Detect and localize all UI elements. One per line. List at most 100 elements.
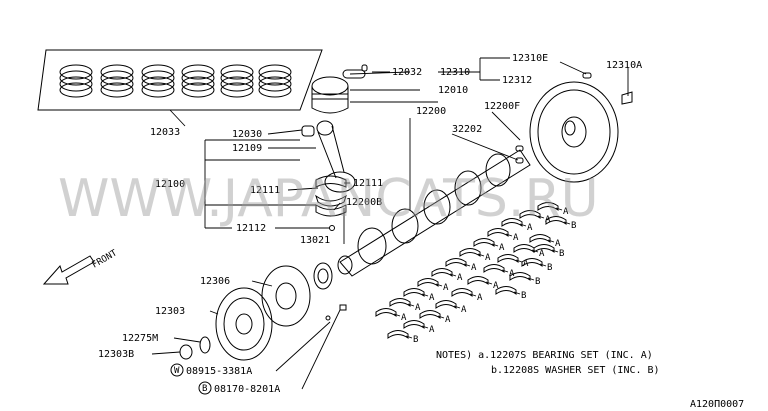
bearing-shell bbox=[521, 258, 543, 267]
crank-pulley[interactable] bbox=[215, 287, 273, 361]
label-08170: 08170-8201A bbox=[214, 384, 280, 395]
crankshaft[interactable] bbox=[337, 149, 531, 277]
bearing-shell bbox=[487, 228, 509, 237]
diagram-code: A120Π0007 bbox=[690, 399, 744, 410]
bearing-mark: A bbox=[485, 253, 491, 263]
front-arrow: FRONT bbox=[42, 248, 119, 285]
piston-ring bbox=[141, 70, 175, 86]
bearing-leader bbox=[477, 253, 485, 257]
label-12303: 12303 bbox=[155, 306, 185, 317]
bearing-mark: A bbox=[509, 269, 515, 279]
piston-ring bbox=[220, 70, 254, 86]
bearing-mark: A bbox=[429, 325, 435, 335]
rod-bearing[interactable] bbox=[315, 175, 347, 217]
label-12310: 12310 bbox=[440, 67, 470, 78]
pilot-bushing[interactable] bbox=[515, 145, 524, 164]
bearing-mark: A bbox=[539, 249, 545, 259]
bearing-shell bbox=[375, 308, 397, 317]
leader-lines bbox=[151, 57, 629, 390]
piston-ring bbox=[59, 76, 93, 92]
label-12275m: 12275M bbox=[122, 333, 158, 344]
bearing-mark: A bbox=[461, 305, 467, 315]
bearing-shell bbox=[435, 300, 457, 309]
bearing-mark: A bbox=[429, 293, 435, 303]
bearing-shell bbox=[459, 248, 481, 257]
piston-ring bbox=[141, 82, 175, 98]
pulley-bolt[interactable] bbox=[179, 344, 193, 360]
label-12032: 12032 bbox=[392, 67, 422, 78]
bearing-leader bbox=[547, 239, 555, 243]
label-12310e: 12310E bbox=[512, 53, 548, 64]
part-labels: 12033 12032 12310 12310E 12310A 12312 12… bbox=[98, 53, 642, 395]
bearing-mark: A bbox=[513, 233, 519, 243]
bearing-leader bbox=[405, 335, 413, 339]
piston-ring bbox=[141, 76, 175, 92]
flywheel-bolt[interactable] bbox=[621, 91, 633, 105]
piston-ring-set[interactable] bbox=[37, 49, 323, 111]
key[interactable] bbox=[325, 304, 347, 321]
bearing-mark: A bbox=[545, 215, 551, 225]
crank-sprocket[interactable] bbox=[313, 262, 333, 290]
bearing-leader bbox=[519, 223, 527, 227]
bearing-leader bbox=[515, 259, 523, 263]
piston-ring bbox=[59, 82, 93, 98]
bearing-shell bbox=[451, 288, 473, 297]
label-08915: 08915-3381A bbox=[186, 366, 252, 377]
bearing-leader bbox=[555, 207, 563, 211]
bearing-shell bbox=[431, 268, 453, 277]
bearing-shell bbox=[389, 298, 411, 307]
bearing-leader bbox=[491, 243, 499, 247]
bearing-leader bbox=[527, 277, 535, 281]
bearing-shell bbox=[519, 210, 541, 219]
bearing-shell bbox=[533, 244, 555, 253]
bearing-leader bbox=[453, 305, 461, 309]
pulley-washer[interactable] bbox=[199, 336, 211, 354]
bearing-shell bbox=[513, 244, 535, 253]
piston-ring bbox=[258, 76, 292, 92]
label-12033: 12033 bbox=[150, 127, 180, 138]
piston-ring bbox=[220, 64, 254, 80]
bearing-leader bbox=[449, 273, 457, 277]
bearing-shell bbox=[483, 264, 505, 273]
bearing-shell bbox=[509, 272, 531, 281]
bearing-shell bbox=[537, 202, 559, 211]
bearing-mark: B bbox=[559, 249, 564, 259]
piston[interactable] bbox=[311, 76, 349, 114]
flywheel[interactable] bbox=[529, 81, 619, 183]
connecting-rod[interactable] bbox=[301, 120, 356, 193]
bearing-leader bbox=[393, 313, 401, 317]
bearing-mark: B bbox=[535, 277, 540, 287]
bearing-shell bbox=[467, 276, 489, 285]
bearing-shell bbox=[417, 278, 439, 287]
label-12303b: 12303B bbox=[98, 349, 134, 360]
label-12111-a: 12111 bbox=[250, 185, 280, 196]
bearing-leader bbox=[505, 233, 513, 237]
bearing-mark: A bbox=[401, 313, 407, 323]
piston-ring bbox=[59, 64, 93, 80]
flywheel-dowel[interactable] bbox=[582, 72, 592, 79]
timing-pulley[interactable] bbox=[261, 265, 311, 327]
bearing-mark: A bbox=[445, 315, 451, 325]
bearing-shell bbox=[387, 330, 409, 339]
bearing-mark: B bbox=[571, 221, 576, 231]
notes-line-1: NOTES) a.12207S BEARING SET (INC. A) bbox=[436, 350, 653, 361]
bearing-leader bbox=[485, 281, 493, 285]
bearing-shell bbox=[403, 320, 425, 329]
label-12030: 12030 bbox=[232, 129, 262, 140]
piston-ring bbox=[181, 64, 215, 80]
bearing-mark: A bbox=[499, 243, 505, 253]
circle-b: B bbox=[202, 384, 207, 394]
piston-pin[interactable] bbox=[342, 64, 368, 79]
bearing-leader bbox=[551, 249, 559, 253]
bearing-shell bbox=[545, 216, 567, 225]
label-12200: 12200 bbox=[416, 106, 446, 117]
bearing-leader bbox=[469, 293, 477, 297]
bearing-shell bbox=[501, 218, 523, 227]
bearing-mark: B bbox=[521, 291, 526, 301]
bearing-mark: A bbox=[471, 263, 477, 273]
piston-ring bbox=[100, 82, 134, 98]
label-12100: 12100 bbox=[155, 179, 185, 190]
